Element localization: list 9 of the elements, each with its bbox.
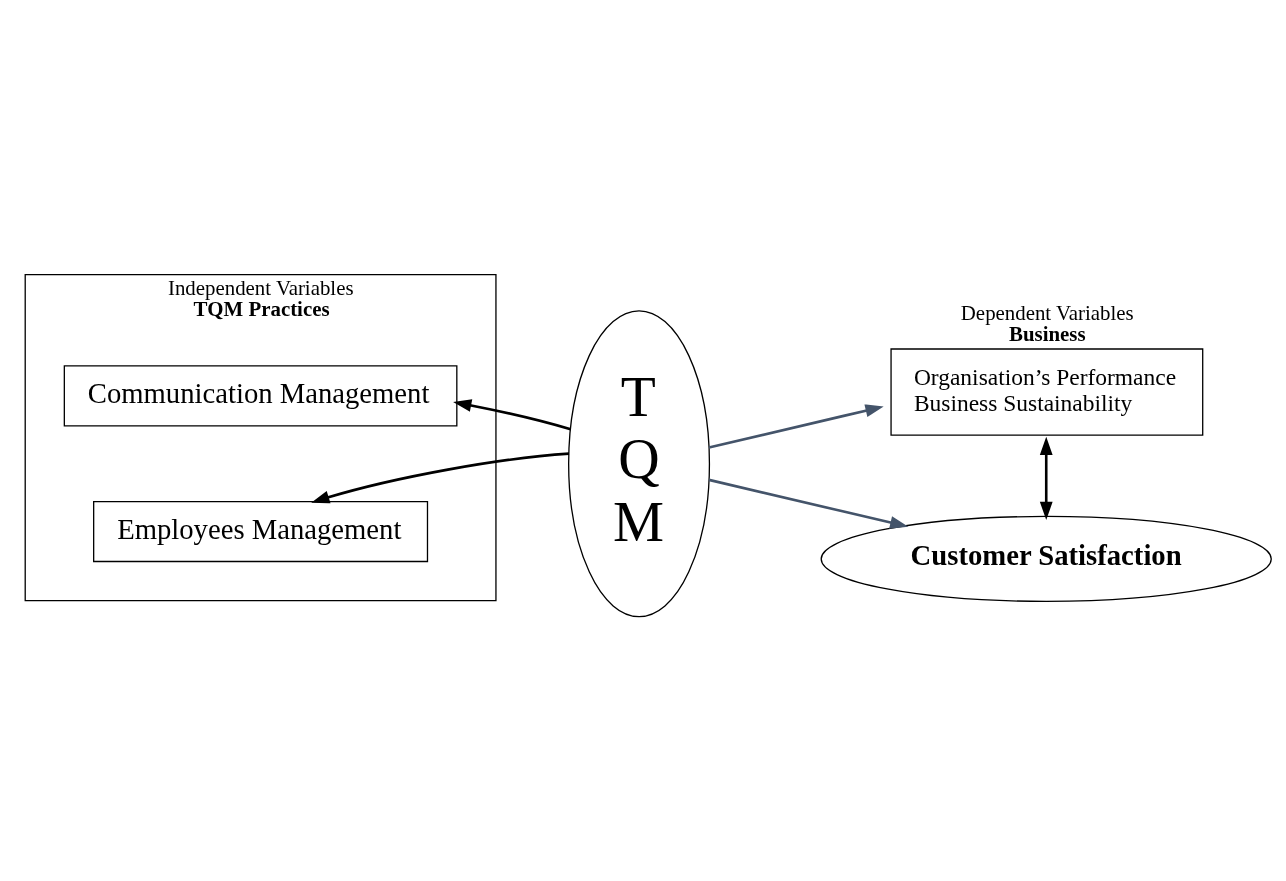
- node-ellipse: T Q M: [568, 310, 711, 618]
- node-box: Employees Management: [93, 500, 429, 563]
- node-box: Organisation’s Performance Business Sustainability: [890, 348, 1204, 436]
- arrow: [708, 478, 909, 529]
- node-box: Communication Management: [63, 365, 458, 427]
- arrow: [453, 399, 571, 431]
- arrow: [311, 452, 570, 504]
- arrow: [1039, 436, 1053, 521]
- arrow: [708, 404, 884, 449]
